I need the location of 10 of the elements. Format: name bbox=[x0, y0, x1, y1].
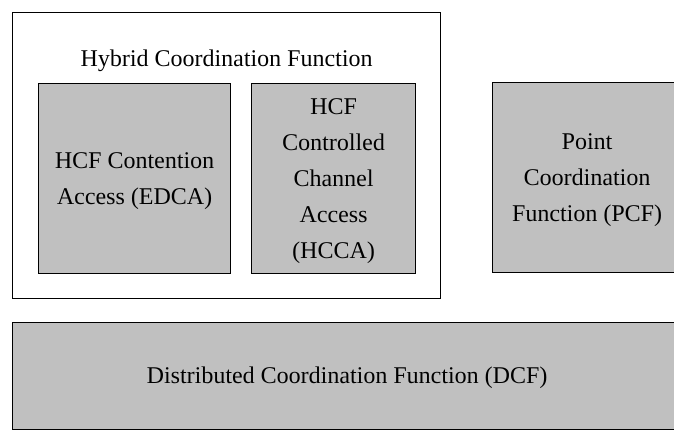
layer-box bbox=[12, 322, 674, 430]
process-box bbox=[251, 83, 416, 274]
box-label: HCF Controlled Channel Access (HCCA) bbox=[281, 92, 386, 266]
box-label: HCF Contention Access (EDCA) bbox=[54, 146, 216, 212]
process-box bbox=[492, 82, 674, 273]
process-box bbox=[38, 83, 231, 274]
group-box bbox=[12, 12, 441, 299]
group-title: Hybrid Coordination Function bbox=[80, 46, 372, 72]
box-label: Point Coordination Function (PCF) bbox=[510, 128, 664, 228]
box-label: Distributed Coordination Function (DCF) bbox=[146, 362, 548, 391]
